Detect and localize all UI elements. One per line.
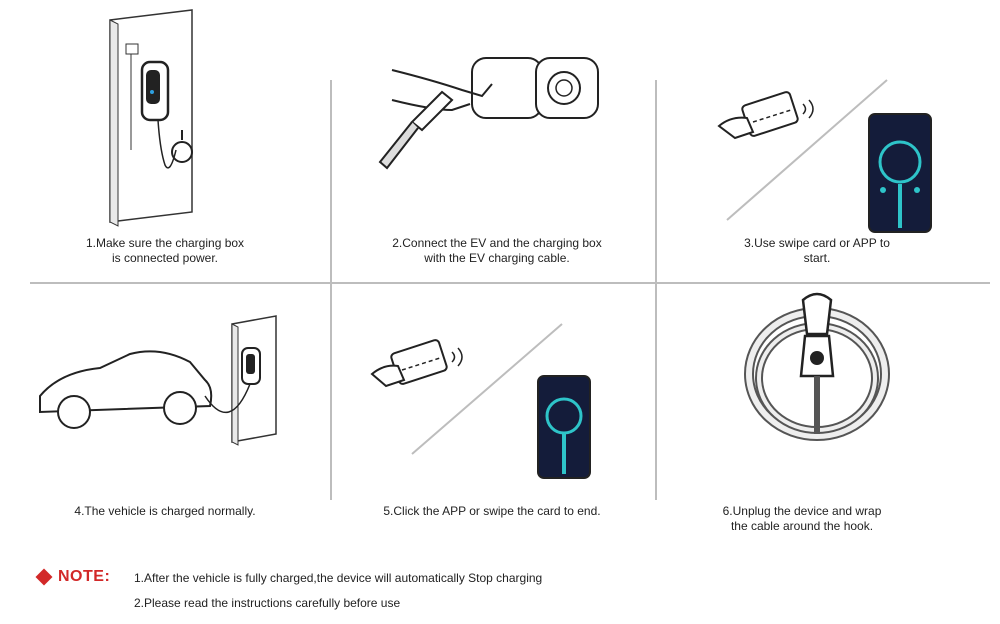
vertical-divider-right — [655, 80, 657, 500]
step-1: 1.Make sure the charging box is connecte… — [0, 0, 330, 282]
note-diamond-icon — [35, 568, 53, 586]
step-2: 2.Connect the EV and the charging box wi… — [332, 0, 655, 282]
cable-hook-icon — [744, 292, 890, 441]
step-4: 4.The vehicle is charged normally. — [0, 284, 330, 524]
step-2-caption: 2.Connect the EV and the charging box wi… — [392, 236, 602, 265]
step-6-caption: 6.Unplug the device and wrap the cable a… — [722, 504, 882, 533]
wall-charger-icon — [109, 9, 193, 227]
note-line-1: 1.After the vehicle is fully charged,the… — [134, 571, 543, 585]
swipe-card-phone-icon — [717, 79, 932, 233]
step-3-caption: 3.Use swipe card or APP to start. — [744, 236, 890, 265]
step-1-caption: 1.Make sure the charging box is connecte… — [85, 236, 245, 265]
step-5: 5.Click the APP or swipe the card to end… — [332, 284, 655, 524]
plug-connect-icon — [378, 57, 599, 170]
note-line-2: 2.Please read the instructions carefully… — [134, 596, 401, 610]
step-5-caption: 5.Click the APP or swipe the card to end… — [383, 504, 601, 518]
step-3: 3.Use swipe card or APP to start. — [657, 0, 1000, 282]
vertical-divider-left — [330, 80, 332, 500]
car-charging-icon — [39, 315, 277, 446]
step-4-caption: 4.The vehicle is charged normally. — [74, 504, 256, 518]
horizontal-divider — [30, 282, 990, 284]
note-label: NOTE: — [58, 568, 111, 585]
step-6: 6.Unplug the device and wrap the cable a… — [657, 284, 1000, 533]
note-section: NOTE: 1.After the vehicle is fully charg… — [35, 568, 678, 618]
swipe-card-phone-icon — [370, 323, 591, 479]
